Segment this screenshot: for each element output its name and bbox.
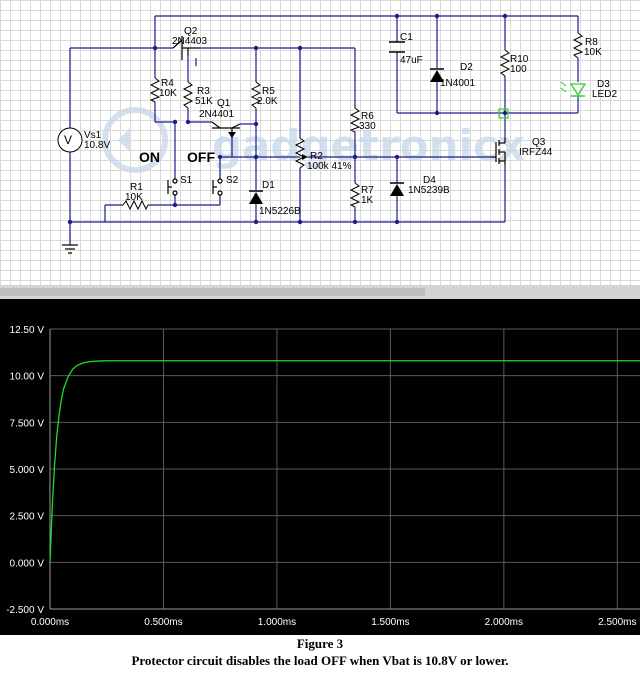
- y-tick-label: 2.500 V: [10, 512, 45, 523]
- q1-emitter-arrow: [228, 132, 236, 138]
- q1-ref: Q1: [217, 98, 231, 109]
- y-tick-label: 5.000 V: [10, 465, 45, 476]
- s1-switch: [167, 178, 178, 196]
- r6-ref: R6: [361, 111, 374, 122]
- d2-ref: D2: [460, 62, 473, 73]
- d1-ref: D1: [262, 180, 275, 191]
- r4-value: 10K: [159, 88, 177, 99]
- switch-off-label: OFF: [187, 149, 215, 165]
- figure-caption: Figure 3 Protector circuit disables the …: [0, 636, 640, 670]
- x-tick-label: 0.000ms: [31, 617, 69, 628]
- q2-value: 2N4403: [172, 36, 207, 47]
- r6-resistor: [349, 107, 361, 133]
- r8-value: 10K: [584, 47, 602, 58]
- figure-caption-text: Protector circuit disables the load OFF …: [131, 653, 509, 668]
- r7-resistor: [349, 182, 361, 208]
- d1-value: 1N5226B: [259, 206, 301, 217]
- r2-value: 100k 41%: [307, 161, 352, 172]
- x-tick-label: 1.500ms: [371, 617, 409, 628]
- watermark-text: gadgetronicx: [212, 121, 525, 170]
- q1-value: 2N4401: [199, 109, 234, 120]
- r5-value: 2.0K: [257, 96, 278, 107]
- r10-ref: R10: [510, 54, 529, 65]
- r8-resistor: [572, 32, 584, 59]
- r10-resistor: [499, 49, 511, 77]
- watermark-logo: [102, 107, 168, 173]
- voltage-trace-line: [49, 360, 640, 563]
- r1-value: 10K: [125, 192, 143, 203]
- r6-value: 330: [359, 121, 376, 132]
- r7-ref: R7: [361, 185, 374, 196]
- r4-ref: R4: [161, 78, 174, 89]
- wires: [69, 15, 579, 245]
- voltage-chart: 0.000ms 0.500ms 1.000ms 1.500ms 2.000ms 2.500…: [6, 325, 640, 628]
- resistor-symbols: [122, 32, 584, 211]
- vs1-source: V: [57, 127, 83, 153]
- d3-value: LED2: [592, 89, 617, 100]
- svg-text:V: V: [64, 133, 72, 147]
- d4-ref: D4: [423, 175, 436, 186]
- panel-divider: [0, 285, 640, 299]
- q2-transistor: [172, 36, 200, 60]
- r2-potentiometer: [294, 137, 306, 169]
- d2-diode: [430, 68, 444, 82]
- r3-value: 51K: [195, 96, 213, 107]
- horizontal-scrollbar-thumb[interactable]: [0, 288, 425, 296]
- y-tick-label: -2.500 V: [6, 605, 44, 616]
- s1-ref: S1: [180, 175, 193, 186]
- y-tick-label: 0.000 V: [10, 558, 45, 569]
- q3-value: IRFZ44: [519, 147, 553, 158]
- r1-ref: R1: [130, 182, 143, 193]
- oscilloscope-panel: 0.000ms 0.500ms 1.000ms 1.500ms 2.000ms 2.500…: [0, 299, 640, 635]
- circuit-diagram: gadgetronicx: [57, 13, 617, 254]
- d2-value: 1N4001: [440, 78, 475, 89]
- r1-resistor: [122, 199, 149, 211]
- x-tick-label: 0.500ms: [144, 617, 182, 628]
- r5-ref: R5: [262, 86, 275, 97]
- c1-ref: C1: [400, 32, 413, 43]
- r3-resistor: [182, 81, 194, 109]
- x-tick-label: 2.000ms: [485, 617, 523, 628]
- q3-mosfet: [490, 138, 506, 165]
- q2-ref: Q2: [184, 26, 198, 37]
- switch-on-label: ON: [139, 149, 160, 165]
- d4-value: 1N5239B: [408, 185, 450, 196]
- y-tick-label: 12.50 V: [10, 325, 45, 336]
- vs1-ref: Vs1: [84, 130, 102, 141]
- ground-symbol: [62, 244, 78, 254]
- q3-ref: Q3: [532, 137, 546, 148]
- junction-dots: [67, 13, 508, 225]
- r10-value: 100: [510, 64, 527, 75]
- x-tick-label: 2.500ms: [598, 617, 636, 628]
- d3-led: [560, 81, 587, 97]
- r2-ref: R2: [310, 151, 323, 162]
- r2-wiper-arrow: [302, 154, 308, 160]
- r4-resistor: [149, 77, 161, 103]
- s2-switch: [212, 178, 223, 196]
- r5-resistor: [250, 81, 262, 109]
- y-tick-label: 7.500 V: [10, 418, 45, 429]
- d3-ref: D3: [597, 79, 610, 90]
- d4-zener: [390, 182, 404, 196]
- y-tick-label: 10.00 V: [10, 372, 45, 383]
- r8-ref: R8: [585, 37, 598, 48]
- probe-marker: [498, 108, 509, 119]
- r3-ref: R3: [197, 86, 210, 97]
- s2-ref: S2: [226, 175, 239, 186]
- x-tick-label: 1.000ms: [258, 617, 296, 628]
- figure-number: Figure 3: [296, 636, 344, 651]
- d1-zener: [249, 190, 263, 204]
- c1-value: 47uF: [400, 55, 423, 66]
- vs1-value: 10.8V: [84, 140, 110, 151]
- schematic-panel: gadgetronicx: [0, 0, 640, 285]
- c1-capacitor: [389, 41, 405, 53]
- r7-value: 1K: [361, 195, 374, 206]
